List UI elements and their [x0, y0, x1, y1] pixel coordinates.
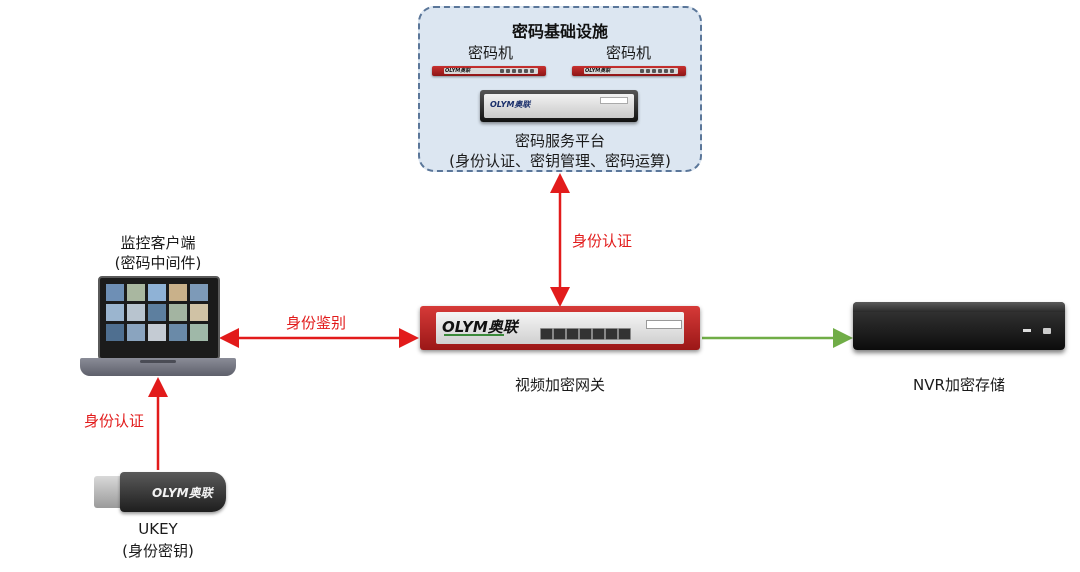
nvr-storage	[853, 302, 1065, 350]
crypto-infrastructure-group: 密码基础设施	[418, 6, 702, 172]
crypto-machine-a-label: 密码机	[468, 44, 514, 62]
brand-logo: OLYM奥联	[152, 486, 213, 500]
brand-logo: OLYM奥联	[442, 318, 518, 336]
label-ukey-client-auth: 身份认证	[84, 412, 145, 430]
client-label: 监控客户端	[120, 234, 196, 252]
ukey-label: UKEY	[138, 520, 178, 538]
ukey-sublabel: (身份密钥)	[122, 542, 194, 560]
crypto-machine-a: OLYM奥联	[432, 66, 546, 76]
brand-logo: OLYM奥联	[490, 100, 531, 109]
brand-logo: OLYM奥联	[585, 68, 611, 74]
label-client-gateway-auth: 身份鉴别	[286, 314, 347, 332]
crypto-machine-b: OLYM奥联	[572, 66, 686, 76]
crypto-service-platform: OLYM奥联	[480, 90, 638, 122]
nvr-label: NVR加密存储	[913, 376, 1005, 394]
brand-logo: OLYM奥联	[445, 68, 471, 74]
laptop-screen	[98, 276, 220, 360]
ukey-device: OLYM奥联	[94, 472, 226, 512]
laptop-base	[80, 358, 236, 376]
video-encryption-gateway: OLYM奥联	[420, 306, 700, 350]
infrastructure-title: 密码基础设施	[511, 22, 608, 41]
crypto-machine-b-label: 密码机	[606, 44, 652, 62]
platform-sublabel: (身份认证、密钥管理、密码运算)	[449, 152, 671, 170]
client-sublabel: (密码中间件)	[114, 254, 202, 272]
gateway-label: 视频加密网关	[514, 376, 605, 394]
platform-label: 密码服务平台	[514, 132, 605, 150]
label-gateway-platform-auth: 身份认证	[572, 232, 633, 250]
